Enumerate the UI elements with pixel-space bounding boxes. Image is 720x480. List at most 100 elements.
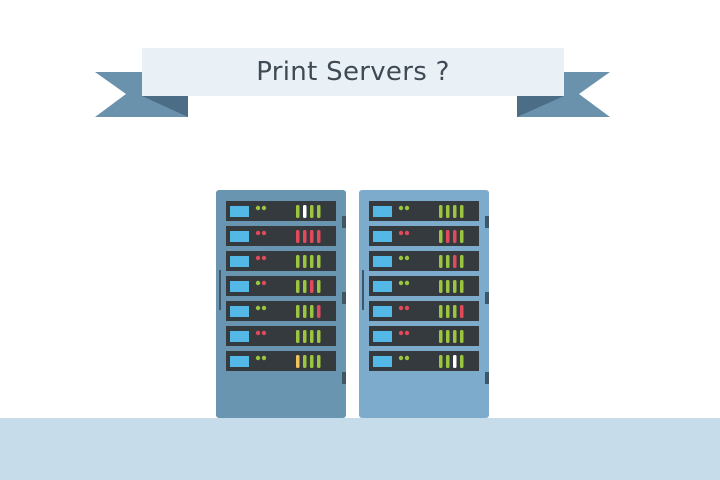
status-dot (398, 305, 404, 311)
server-unit (369, 226, 479, 246)
server-screen (230, 356, 249, 367)
status-dot (404, 355, 410, 361)
status-dot (261, 205, 267, 211)
status-led (460, 255, 464, 268)
server-unit (369, 301, 479, 321)
server-screen (373, 256, 392, 267)
server-unit (226, 201, 336, 221)
status-led (439, 230, 443, 243)
status-led (296, 305, 300, 318)
server-unit (226, 326, 336, 346)
ribbon-fold-right (517, 96, 564, 117)
server-unit (369, 326, 479, 346)
status-led (310, 230, 314, 243)
status-led (310, 280, 314, 293)
rack-handle (219, 270, 221, 310)
status-led (303, 330, 307, 343)
rack-handle (362, 270, 364, 310)
server-screen (373, 331, 392, 342)
status-led (453, 280, 457, 293)
status-led (310, 355, 314, 368)
status-dot (398, 205, 404, 211)
status-led (446, 255, 450, 268)
status-led (317, 355, 321, 368)
status-dot (404, 230, 410, 236)
status-led (460, 280, 464, 293)
status-led (303, 205, 307, 218)
rack-hinge (342, 216, 346, 228)
server-screen (230, 206, 249, 217)
status-dot (255, 330, 261, 336)
status-dot (404, 330, 410, 336)
server-unit (226, 251, 336, 271)
floor (0, 418, 720, 480)
status-dot (398, 280, 404, 286)
rack-hinge (485, 372, 489, 384)
status-led (296, 280, 300, 293)
status-dot (261, 230, 267, 236)
status-led (303, 280, 307, 293)
status-led (460, 355, 464, 368)
status-led (453, 230, 457, 243)
ribbon-fold-left (142, 96, 188, 117)
status-led (296, 355, 300, 368)
status-led (296, 230, 300, 243)
status-led (446, 305, 450, 318)
status-led (453, 355, 457, 368)
status-dot (255, 305, 261, 311)
server-screen (230, 256, 249, 267)
status-dot (398, 330, 404, 336)
status-dot (404, 205, 410, 211)
ribbon-banner (95, 48, 610, 117)
server-screen (373, 231, 392, 242)
status-led (296, 330, 300, 343)
server-unit (369, 351, 479, 371)
server-unit (226, 301, 336, 321)
status-led (303, 255, 307, 268)
status-led (446, 205, 450, 218)
status-led (446, 280, 450, 293)
server-screen (373, 206, 392, 217)
status-led (303, 305, 307, 318)
server-unit (369, 201, 479, 221)
server-screen (230, 231, 249, 242)
status-dot (398, 255, 404, 261)
status-led (439, 255, 443, 268)
status-led (310, 205, 314, 218)
status-led (317, 305, 321, 318)
status-dot (261, 355, 267, 361)
status-led (446, 355, 450, 368)
status-led (439, 330, 443, 343)
status-dot (261, 255, 267, 261)
status-led (453, 205, 457, 218)
server-unit (226, 226, 336, 246)
server-screen (373, 306, 392, 317)
status-led (317, 280, 321, 293)
status-led (439, 280, 443, 293)
status-led (460, 305, 464, 318)
status-led (453, 255, 457, 268)
status-led (317, 255, 321, 268)
status-led (296, 255, 300, 268)
status-dot (398, 230, 404, 236)
server-unit (226, 351, 336, 371)
status-dot (255, 230, 261, 236)
status-led (453, 305, 457, 318)
status-led (310, 305, 314, 318)
rack-hinge (485, 292, 489, 304)
server-unit (369, 251, 479, 271)
status-dot (404, 255, 410, 261)
rack-hinge (342, 372, 346, 384)
server-unit (226, 276, 336, 296)
status-led (446, 230, 450, 243)
status-led (317, 230, 321, 243)
server-screen (230, 281, 249, 292)
status-dot (398, 355, 404, 361)
banner-title: Print Servers ? (256, 57, 450, 87)
status-dot (255, 355, 261, 361)
status-dot (261, 330, 267, 336)
status-led (317, 205, 321, 218)
status-dot (261, 280, 267, 286)
